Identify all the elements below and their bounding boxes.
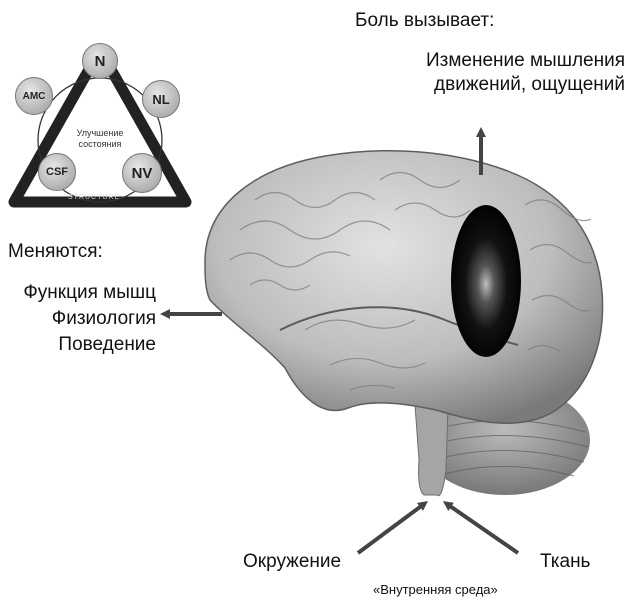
triangle-center-label: Улучшение состояния <box>70 128 130 150</box>
triangle-center-line-2: состояния <box>70 139 130 150</box>
brainstem <box>415 405 448 496</box>
node-nv: NV <box>122 153 162 193</box>
triangle-center-line-1: Улучшение <box>70 128 130 139</box>
pain-effect-2: движений, ощущений <box>426 73 625 97</box>
changes-list: Функция мышц Физиология Поведение <box>23 281 156 359</box>
node-amc: AMC <box>15 77 53 115</box>
changes-header: Меняются: <box>8 240 103 264</box>
environment-arrow <box>358 504 424 553</box>
triangle-bottom-side-label: STRUCTURE <box>68 194 120 201</box>
changes-item-1: Функция мышц <box>23 281 156 307</box>
changes-item-3: Поведение <box>23 333 156 359</box>
pain-zone <box>451 205 521 357</box>
pain-effects: Изменение мышления движений, ощущений <box>426 49 625 97</box>
cerebrum <box>205 151 603 424</box>
environment-label: Окружение <box>243 550 341 574</box>
node-csf: CSF <box>38 153 76 191</box>
tissue-arrow <box>447 504 518 553</box>
pain-header: Боль вызывает: <box>355 9 494 33</box>
tissue-label: Ткань <box>540 550 590 574</box>
changes-item-2: Физиология <box>23 307 156 333</box>
node-nl: NL <box>142 80 180 118</box>
triangle-diagram: Улучшение состояния STRUCTURE N AMC NL C… <box>8 40 193 212</box>
node-n: N <box>82 43 118 79</box>
pain-effect-1: Изменение мышления <box>426 49 625 73</box>
internal-environment-caption: «Внутренняя среда» <box>373 582 498 597</box>
